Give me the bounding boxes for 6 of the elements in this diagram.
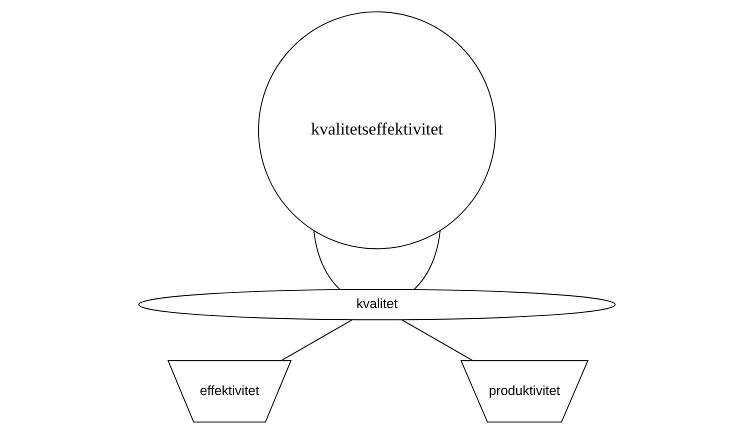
node-ellipse: kvalitet [138, 288, 616, 320]
connector [402, 319, 474, 362]
node-circle: kvalitetseffektivitet [258, 11, 496, 250]
connector [313, 230, 340, 290]
connector [414, 230, 441, 290]
connector [280, 319, 352, 362]
